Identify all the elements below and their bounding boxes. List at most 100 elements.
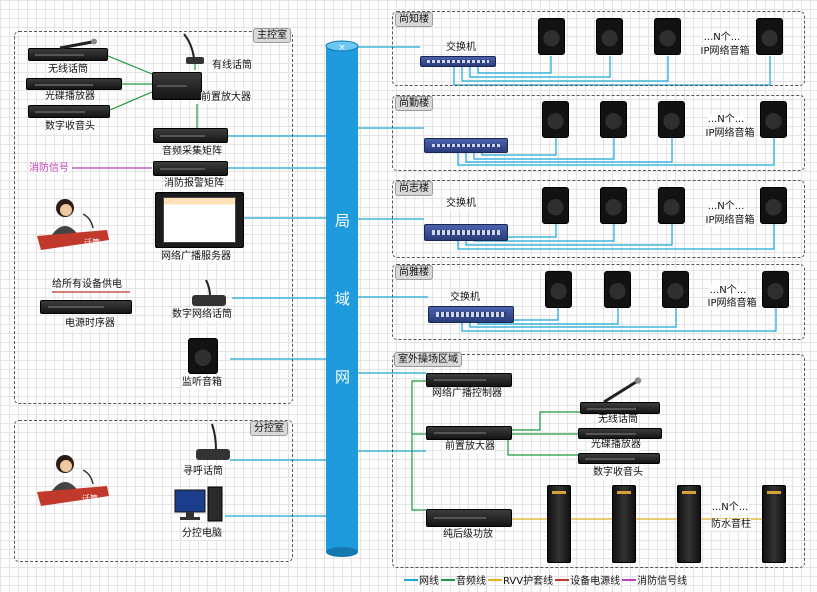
outdoor-column-speaker-4	[762, 485, 786, 563]
power-sequencer	[40, 300, 132, 314]
cd-player-label: 光碟播放器	[45, 91, 95, 103]
building-zhi2-tag: 尚志楼	[395, 181, 433, 196]
legend-swatch	[488, 578, 502, 581]
branch-operator-icon	[37, 455, 109, 506]
monitor-speaker-label: 监听音箱	[182, 377, 222, 389]
bldg3-speaker-3	[658, 187, 685, 224]
outdoor-cd-player-label: 光碟播放器	[591, 439, 641, 451]
bldg2-switch	[424, 138, 508, 153]
outdoor-tuner	[578, 453, 660, 464]
legend-swatch	[441, 578, 455, 581]
outdoor-more-label: ...N个...	[711, 502, 749, 514]
server-screen	[163, 197, 236, 243]
svg-text:×: ×	[338, 43, 346, 53]
broadcast-server	[155, 192, 244, 248]
outdoor-broadcast-controller	[426, 373, 512, 387]
legend-item: 音频线	[441, 572, 486, 587]
bldg3-more-label: ...N个...	[707, 201, 745, 213]
bldg2-speaker-3	[658, 101, 685, 138]
wireless-mic-label: 无线话筒	[48, 64, 88, 76]
legend-swatch	[555, 578, 570, 581]
power-sequencer-label: 电源时序器	[65, 318, 115, 330]
outdoor-column-speaker-1	[547, 485, 571, 563]
outdoor-cd-player	[578, 428, 662, 439]
cd-player	[26, 78, 122, 90]
outdoor-column-speaker-2	[612, 485, 636, 563]
legend-item: 消防信号线	[622, 572, 687, 587]
bldg2-more-label: ...N个...	[707, 114, 745, 126]
power-supply-note: 给所有设备供电	[52, 279, 122, 291]
wireless-mic-receiver	[28, 48, 108, 61]
branch-room-tag: 分控室	[250, 421, 288, 436]
bldg3-speaker-4	[760, 187, 787, 224]
outdoor-column-label: 防水音柱	[711, 519, 751, 531]
building-ya-region	[392, 264, 805, 340]
operator-mic-badge: 话筒	[84, 238, 100, 247]
bldg1-switch	[420, 56, 496, 67]
main-preamp	[152, 72, 202, 100]
building-qin-region	[392, 95, 805, 171]
legend-label: 音频线	[456, 576, 486, 587]
legend-label: 消防信号线	[637, 576, 688, 587]
legend-swatch	[622, 578, 637, 581]
fire-alarm-matrix	[153, 161, 228, 176]
branch-pc-icon	[174, 486, 223, 522]
outdoor-preamp	[426, 426, 512, 440]
digital-tuner-label: 数字收音头	[45, 121, 95, 133]
outdoor-power-amp	[426, 509, 512, 527]
paging-mic-icon	[196, 423, 230, 460]
outdoor-broadcast-controller-label: 网络广播控制器	[432, 388, 502, 400]
bldg1-more-label: ...N个...	[703, 32, 741, 44]
bldg3-switch	[424, 224, 508, 241]
bldg3-speaker-1	[542, 187, 569, 224]
bldg4-more-label: ...N个...	[709, 285, 747, 297]
bldg1-speaker-3	[654, 18, 681, 55]
lan-label-3: 网	[335, 368, 351, 386]
building-zhi-region	[392, 11, 805, 86]
bldg4-speaker-4	[762, 271, 789, 308]
bldg4-ip-speaker-label: IP网络音箱	[707, 298, 757, 310]
legend-swatch	[404, 578, 418, 581]
branch-operator-mic-badge: 话筒	[82, 494, 98, 503]
operator-icon	[37, 199, 109, 250]
bldg3-speaker-2	[600, 187, 627, 224]
audio-cables	[107, 55, 580, 511]
main-preamp-label: 前置放大器	[201, 92, 251, 104]
bldg4-speaker-1	[545, 271, 572, 308]
bldg1-speaker-1	[538, 18, 565, 55]
outdoor-wireless-mic-receiver	[580, 402, 660, 414]
digital-network-mic-icon	[192, 279, 226, 306]
outdoor-power-amp-label: 纯后级功放	[443, 529, 493, 541]
bldg1-speaker-2	[596, 18, 623, 55]
bldg3-switch-label: 交换机	[446, 198, 476, 210]
building-ya-tag: 尚雅楼	[395, 265, 433, 280]
branch-pc-label: 分控电脑	[182, 528, 222, 540]
legend-item: 网线	[404, 572, 439, 587]
outdoor-tag: 室外操场区域	[394, 352, 462, 367]
bldg2-speaker-4	[760, 101, 787, 138]
bldg4-switch	[428, 306, 514, 323]
digital-network-mic-label: 数字网络话筒	[172, 309, 232, 321]
bldg1-ip-speaker-label: IP网络音箱	[700, 46, 750, 58]
broadcast-server-label: 网络广播服务器	[161, 251, 231, 263]
wired-mic-label: 有线话筒	[212, 60, 252, 72]
bldg3-ip-speaker-label: IP网络音箱	[705, 215, 755, 227]
outdoor-tuner-label: 数字收音头	[593, 467, 643, 479]
lan-backbone: ×	[325, 40, 359, 557]
monitor-speaker	[188, 338, 218, 374]
main-room-region	[14, 31, 293, 404]
bldg1-speaker-4	[756, 18, 783, 55]
outdoor-wireless-mic-label: 无线话筒	[598, 414, 638, 426]
bldg2-speaker-1	[542, 101, 569, 138]
legend-item: 设备电源线	[555, 572, 620, 587]
handheld-mic-icon	[59, 38, 97, 50]
legend-label: 网线	[419, 576, 439, 587]
building-zhi-tag: 尚知楼	[395, 12, 433, 27]
lan-label-2: 域	[335, 290, 351, 308]
bldg2-ip-speaker-label: IP网络音箱	[705, 128, 755, 140]
fire-signal-label: 消防信号	[29, 163, 69, 175]
gooseneck-mic-icon	[183, 33, 204, 64]
legend-label: RVV护套线	[503, 576, 554, 587]
digital-tuner	[28, 105, 110, 118]
